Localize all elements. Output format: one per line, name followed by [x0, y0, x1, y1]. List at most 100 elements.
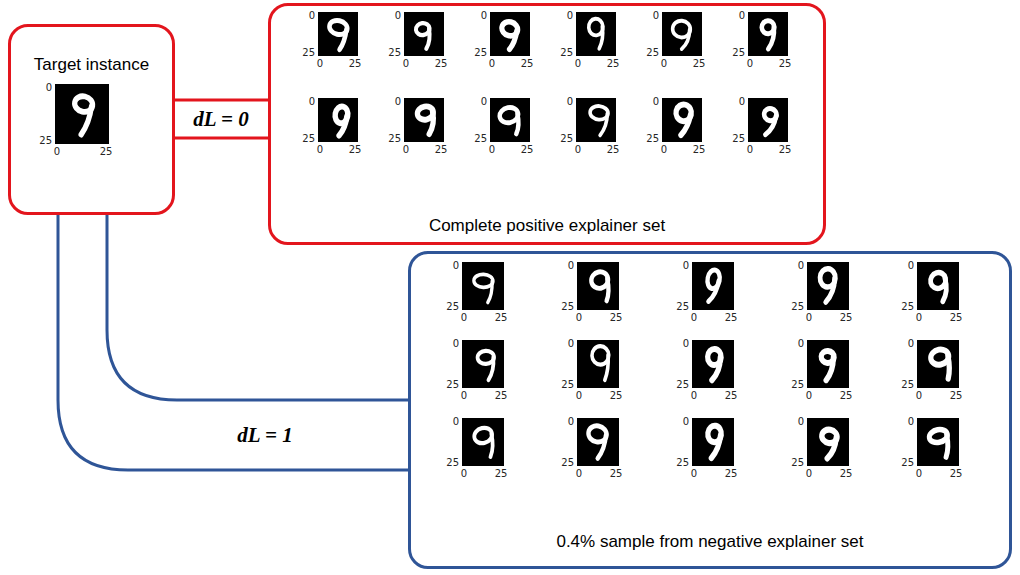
- digit-nine: [473, 426, 496, 460]
- connector: [175, 100, 268, 138]
- axis-tick: 25: [610, 312, 623, 323]
- digit-tail: [708, 279, 718, 303]
- digit-stroke: [819, 268, 836, 302]
- axis-tick: 0: [739, 10, 745, 21]
- digit-tail: [826, 278, 835, 303]
- digit-nine: [331, 105, 349, 136]
- axis-tick: 25: [950, 390, 963, 401]
- axis-tick: 0: [453, 260, 459, 271]
- digit-nine: [477, 351, 494, 381]
- digit-image: [748, 98, 788, 142]
- axis-tick: 0: [309, 10, 315, 21]
- digit-image: [576, 98, 616, 142]
- axis-tick: 0: [395, 10, 401, 21]
- digit-tail: [600, 113, 607, 136]
- axis-tick: 25: [791, 457, 804, 468]
- axis-tick: 25: [732, 133, 745, 144]
- axis-tick: 25: [693, 58, 706, 69]
- axis-tick: 25: [779, 144, 792, 155]
- digit-stroke: [761, 20, 775, 49]
- digit-nine: [929, 271, 950, 304]
- digit-stroke: [590, 270, 611, 303]
- axis-tick: 0: [806, 468, 812, 479]
- axis-tick: 0: [46, 82, 52, 93]
- axis-tick: 0: [575, 144, 581, 155]
- axis-tick: 0: [568, 260, 574, 271]
- digit-stroke: [819, 428, 838, 459]
- digit-stroke: [415, 22, 431, 49]
- axis-tick: 0: [461, 468, 467, 479]
- connector: [58, 215, 408, 470]
- digit-nine: [589, 105, 609, 135]
- axis-tick: 25: [349, 144, 362, 155]
- digit-stroke: [331, 105, 349, 136]
- axis-tick: 25: [901, 379, 914, 390]
- axis-tick: 0: [403, 58, 409, 69]
- digit-tail: [486, 434, 495, 457]
- digit-image: [404, 98, 444, 142]
- axis-tick: 25: [495, 312, 508, 323]
- digit-nine: [820, 350, 835, 380]
- axis-tick: 0: [317, 144, 323, 155]
- digit-nine: [585, 424, 607, 459]
- axis-tick: 0: [739, 96, 745, 107]
- axis-tick: 0: [576, 312, 582, 323]
- axis-tick: 25: [495, 390, 508, 401]
- axis-tick: 25: [446, 457, 459, 468]
- digit-tail: [488, 357, 494, 380]
- axis-tick: 25: [446, 379, 459, 390]
- digit-stroke: [473, 426, 496, 460]
- digit-tail: [943, 434, 950, 457]
- axis-tick: 25: [435, 144, 448, 155]
- axis-tick: 25: [791, 379, 804, 390]
- axis-tick: 0: [461, 390, 467, 401]
- axis-tick: 0: [481, 10, 487, 21]
- digit-tail: [339, 115, 347, 136]
- axis-tick: 25: [646, 47, 659, 58]
- digit-nine: [69, 94, 94, 135]
- digit-stroke: [671, 20, 691, 50]
- digit-tail: [711, 434, 720, 459]
- digit-nine: [928, 428, 950, 459]
- axis-tick: 0: [461, 312, 467, 323]
- axis-tick: 25: [521, 58, 534, 69]
- digit-stroke: [473, 274, 493, 303]
- axis-tick: 0: [683, 338, 689, 349]
- axis-tick: 0: [453, 416, 459, 427]
- axis-tick: 25: [561, 301, 574, 312]
- axis-tick: 25: [901, 301, 914, 312]
- axis-tick: 25: [446, 301, 459, 312]
- digit-image: [748, 12, 788, 56]
- digit-nine: [761, 20, 775, 49]
- axis-tick: 25: [676, 379, 689, 390]
- axis-tick: 0: [683, 260, 689, 271]
- digit-image: [577, 340, 619, 388]
- axis-tick: 0: [691, 468, 697, 479]
- digit-image: [662, 98, 702, 142]
- digit-image: [692, 340, 734, 388]
- digit-stroke: [592, 346, 610, 381]
- digit-tail: [765, 114, 776, 136]
- digit-tail: [597, 26, 604, 48]
- axis-tick: 0: [395, 96, 401, 107]
- digit-nine: [326, 19, 349, 51]
- axis-tick: 25: [388, 133, 401, 144]
- axis-tick: 0: [747, 58, 753, 69]
- digit-nine: [930, 348, 952, 381]
- digit-image: [692, 262, 734, 310]
- axis-tick: 0: [317, 58, 323, 69]
- digit-image: [662, 12, 702, 56]
- axis-tick: 0: [489, 58, 495, 69]
- axis-tick: 25: [791, 301, 804, 312]
- axis-tick: 25: [560, 47, 573, 58]
- axis-tick: 0: [309, 96, 315, 107]
- digit-stroke: [705, 425, 723, 460]
- digit-stroke: [928, 428, 950, 459]
- axis-tick: 0: [916, 468, 922, 479]
- axis-tick: 0: [567, 10, 573, 21]
- axis-tick: 0: [661, 144, 667, 155]
- digit-nine: [819, 428, 838, 459]
- axis-tick: 0: [567, 96, 573, 107]
- axis-tick: 25: [901, 457, 914, 468]
- digit-nine: [416, 105, 436, 136]
